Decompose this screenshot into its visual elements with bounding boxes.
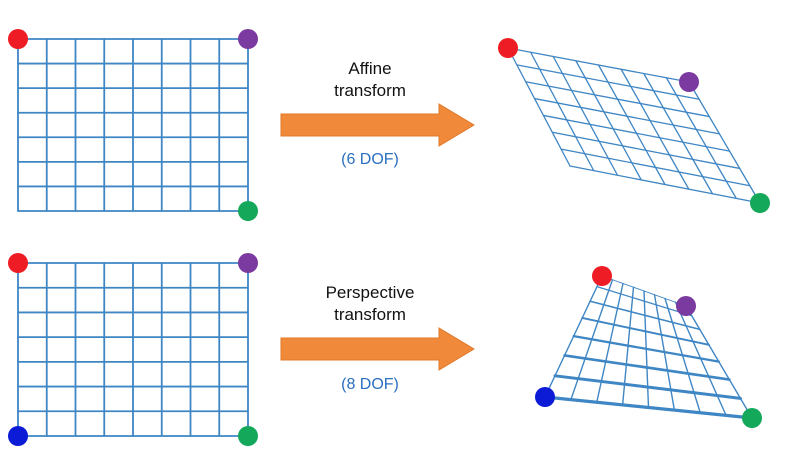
perspective-label-line2: transform [334, 305, 406, 324]
grid-line-vertical [552, 55, 619, 176]
grid-line-horizontal [551, 131, 741, 170]
affine-transformed-grid [507, 47, 761, 204]
purple-corner-dot [679, 72, 699, 92]
perspective-label-line1: Perspective [325, 283, 415, 302]
purple-corner-dot [238, 253, 258, 273]
grid-line-vertical [597, 64, 666, 186]
grid-line-horizontal [601, 275, 687, 307]
grid-line-horizontal [563, 354, 731, 381]
affine-label-line2: transform [334, 81, 406, 100]
red-corner-dot [498, 38, 518, 58]
perspective-transformed-grid [543, 275, 754, 420]
corner-markers [8, 29, 770, 446]
grid-line-horizontal [589, 300, 701, 331]
grid-line-vertical [620, 68, 690, 190]
grid-line-vertical [529, 51, 595, 172]
affine-dof: (6 DOF) [341, 151, 399, 168]
grid-line-horizontal [507, 47, 690, 83]
grid-line-vertical [665, 77, 737, 200]
green-corner-dot [238, 426, 258, 446]
grid-line-horizontal [596, 286, 693, 317]
grid-line-horizontal [560, 148, 751, 187]
blue-corner-dot [535, 387, 555, 407]
red-corner-dot [592, 266, 612, 286]
grid-line-horizontal [533, 97, 721, 135]
grid-line-horizontal [572, 334, 720, 363]
green-corner-dot [742, 408, 762, 428]
grid-line-horizontal [581, 316, 710, 346]
grid-line-horizontal [516, 64, 700, 100]
perspective-dof: (8 DOF) [341, 376, 399, 393]
transform-arrows [280, 103, 475, 371]
grid-line-horizontal [569, 165, 761, 204]
perspective-label: Perspective transform [270, 282, 470, 326]
green-corner-dot [238, 201, 258, 221]
grid-line-vertical [688, 81, 761, 204]
affine-source-grid [17, 38, 249, 212]
grid-line-horizontal [553, 374, 742, 400]
red-corner-dot [8, 253, 28, 273]
red-corner-dot [8, 29, 28, 49]
purple-corner-dot [238, 29, 258, 49]
perspective-arrow [280, 327, 475, 371]
grid-line-horizontal [542, 114, 731, 152]
grid-line-vertical [643, 72, 714, 195]
grid-line-horizontal [525, 81, 710, 118]
purple-corner-dot [676, 296, 696, 316]
affine-label-line1: Affine [348, 59, 392, 78]
blue-corner-dot [8, 426, 28, 446]
affine-arrow [280, 103, 475, 147]
grid-line-vertical [575, 60, 642, 181]
grid-line-vertical [507, 47, 571, 167]
green-corner-dot [750, 193, 770, 213]
affine-label: Affine transform [270, 58, 470, 102]
perspective-source-grid [17, 262, 249, 437]
grid-line-horizontal [543, 395, 754, 420]
